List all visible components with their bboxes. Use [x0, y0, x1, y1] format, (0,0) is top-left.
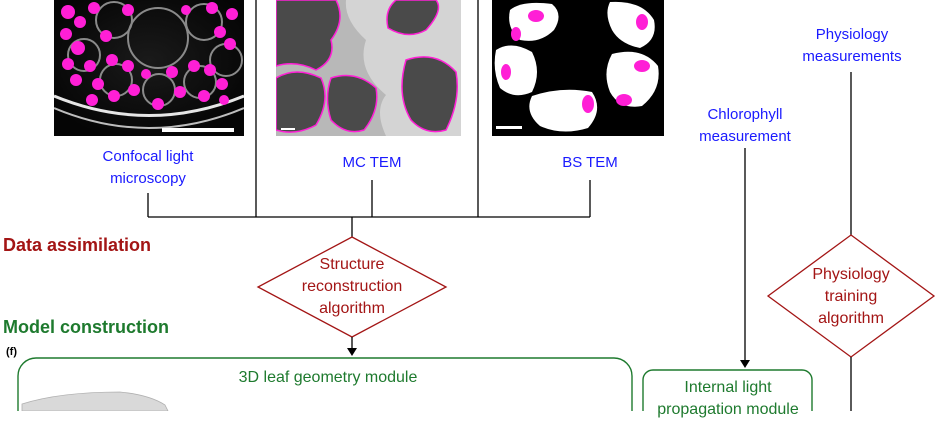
- physiology-measurements-line2: measurements: [802, 48, 902, 65]
- structure-algorithm-line1: Structure: [319, 256, 385, 273]
- confocal-image: [54, 0, 244, 136]
- physiology-algorithm-line2: training: [824, 288, 878, 305]
- arrow-head: [740, 360, 750, 368]
- structure-algorithm-line3: algorithm: [319, 300, 385, 317]
- geometry-module-box: [17, 357, 633, 411]
- confocal-label-line1: Confocal light: [102, 148, 194, 165]
- light-module-title: Internal light propagation module: [640, 377, 816, 421]
- panel-label-f: (f): [6, 346, 17, 358]
- light-module-line2: propagation module: [657, 401, 799, 418]
- light-module-box: [642, 369, 813, 411]
- bs-tem-label: BS TEM: [562, 154, 618, 171]
- structure-algorithm-text: Structure reconstruction algorithm: [292, 254, 412, 320]
- geometry-module-title: 3D leaf geometry module: [238, 369, 418, 386]
- physiology-measurements-label: Physiology measurements: [790, 24, 914, 68]
- chlorophyll-measurement-label: Chlorophyll measurement: [680, 104, 810, 148]
- chlorophyll-line2: measurement: [699, 128, 791, 145]
- physiology-algorithm-line3: algorithm: [818, 310, 884, 327]
- diagram-connectors: [17, 0, 936, 411]
- light-module-line1: Internal light: [684, 379, 772, 396]
- structure-algorithm-line2: reconstruction: [301, 278, 403, 295]
- physiology-measurements-line1: Physiology: [815, 26, 889, 43]
- physiology-algorithm-text: Physiology training algorithm: [791, 264, 911, 330]
- bs-tem-image: [492, 0, 664, 136]
- confocal-label: Confocal light microscopy: [78, 146, 218, 190]
- leaf-geometry-preview: [21, 391, 169, 411]
- mc-tem-label: MC TEM: [342, 154, 402, 171]
- confocal-label-line2: microscopy: [110, 170, 186, 187]
- data-assimilation-heading: Data assimilation: [3, 235, 152, 255]
- model-construction-heading: Model construction: [3, 317, 169, 337]
- arrow-head: [347, 348, 357, 356]
- chlorophyll-line1: Chlorophyll: [707, 106, 783, 123]
- mc-tem-image: [276, 0, 461, 136]
- physiology-algorithm-line1: Physiology: [812, 266, 890, 283]
- image-merge-bracket: [147, 0, 591, 237]
